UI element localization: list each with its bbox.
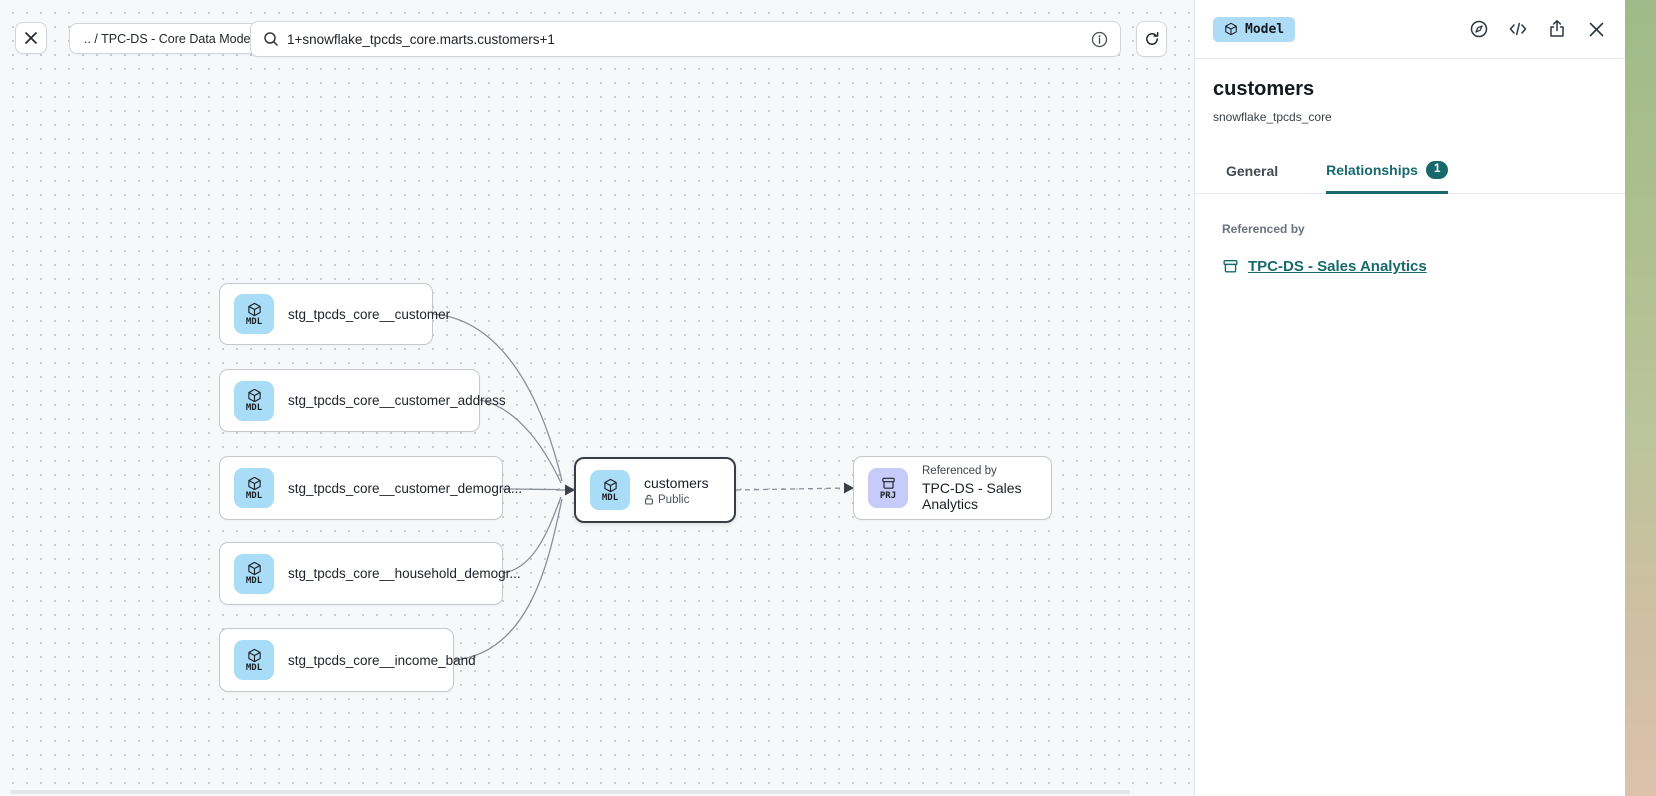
horizontal-scrollbar[interactable] [10, 790, 1130, 794]
panel-header: Model [1195, 0, 1625, 59]
node-type-code: MDL [245, 662, 263, 673]
relationships-count-badge: 1 [1425, 161, 1449, 179]
compass-icon [1470, 20, 1488, 38]
lineage-canvas[interactable]: .. / TPC-DS - Core Data Models MDL stg_t… [0, 0, 1194, 796]
referenced-by-section: Referenced by TPC-DS - Sales Analytics [1195, 194, 1625, 275]
node-type-code: PRJ [879, 490, 897, 501]
referenced-project-link[interactable]: TPC-DS - Sales Analytics [1248, 258, 1427, 275]
node-type-code: MDL [245, 316, 263, 327]
lineage-search [250, 21, 1121, 57]
panel-title: customers [1213, 78, 1315, 100]
breadcrumb[interactable]: .. / TPC-DS - Core Data Models [69, 23, 275, 54]
node-title: TPC-DS - Sales Analytics [922, 479, 1022, 512]
node-access-label: Public [658, 493, 690, 506]
node-stg-customer-demographics[interactable]: MDL stg_tpcds_core__customer_demogra... [219, 456, 522, 520]
model-type-badge: Model [1213, 16, 1296, 42]
share-button[interactable] [1546, 18, 1568, 40]
node-stg-household-demographics[interactable]: MDL stg_tpcds_core__household_demogr... [219, 542, 521, 605]
close-icon [25, 32, 37, 44]
node-label: stg_tpcds_core__customer_demogra... [288, 480, 523, 496]
panel-subtitle: snowflake_tpcds_core [1213, 110, 1332, 124]
search-input[interactable] [287, 31, 1083, 47]
view-code-button[interactable] [1507, 18, 1529, 40]
tab-relationships[interactable]: Relationships 1 [1326, 161, 1449, 194]
refresh-button[interactable] [1136, 21, 1167, 57]
node-referenced-project[interactable]: PRJ Referenced by TPC-DS - Sales Analyti… [853, 456, 1052, 520]
node-label: stg_tpcds_core__income_band [288, 652, 476, 668]
lineage-edges [432, 313, 854, 661]
explore-button[interactable] [1468, 18, 1490, 40]
close-panel-button[interactable] [1585, 18, 1607, 40]
model-cube-icon [247, 302, 261, 316]
close-icon [1589, 22, 1603, 36]
node-stg-customer[interactable]: MDL stg_tpcds_core__customer [219, 283, 450, 345]
code-icon [1509, 22, 1527, 36]
node-label: stg_tpcds_core__household_demogr... [288, 566, 521, 581]
node-type-code: MDL [245, 576, 263, 586]
breadcrumb-label: .. / TPC-DS - Core Data Models [84, 31, 260, 46]
node-stg-income-band[interactable]: MDL stg_tpcds_core__income_band [219, 628, 476, 692]
node-label: stg_tpcds_core__customer_address [288, 393, 506, 408]
share-icon [1550, 20, 1564, 37]
node-eyebrow: Referenced by [922, 464, 997, 477]
refresh-icon [1145, 31, 1158, 45]
node-title: customers [644, 474, 709, 491]
model-cube-icon [247, 476, 261, 490]
referenced-by-label: Referenced by [1222, 222, 1305, 236]
panel-tabs: General Relationships 1 [1195, 148, 1625, 194]
info-icon[interactable] [1091, 31, 1108, 48]
project-archive-icon [881, 477, 895, 489]
model-type-label: Model [1245, 21, 1285, 37]
details-panel: Model customers snowflake_tpcds_core Gen… [1194, 0, 1625, 796]
node-stg-customer-address[interactable]: MDL stg_tpcds_core__customer_address [219, 369, 506, 432]
search-icon [264, 32, 278, 46]
node-type-code: MDL [245, 403, 263, 413]
model-cube-icon [603, 478, 617, 492]
node-type-code: MDL [245, 490, 263, 501]
close-lineage-button[interactable] [15, 22, 47, 54]
node-label: stg_tpcds_core__customer [288, 306, 451, 322]
model-cube-icon [247, 388, 261, 403]
node-customers-selected[interactable]: MDL customers Public [574, 457, 736, 523]
model-cube-icon [1225, 22, 1237, 36]
node-type-code: MDL [601, 492, 619, 503]
tab-general[interactable]: General [1226, 163, 1279, 179]
model-cube-icon [247, 561, 261, 576]
project-archive-icon [1223, 259, 1238, 273]
referenced-project-link-row[interactable]: TPC-DS - Sales Analytics [1222, 258, 1607, 275]
model-cube-icon [247, 648, 261, 662]
public-lock-icon [645, 494, 653, 505]
desktop-background-strip [1625, 0, 1656, 796]
